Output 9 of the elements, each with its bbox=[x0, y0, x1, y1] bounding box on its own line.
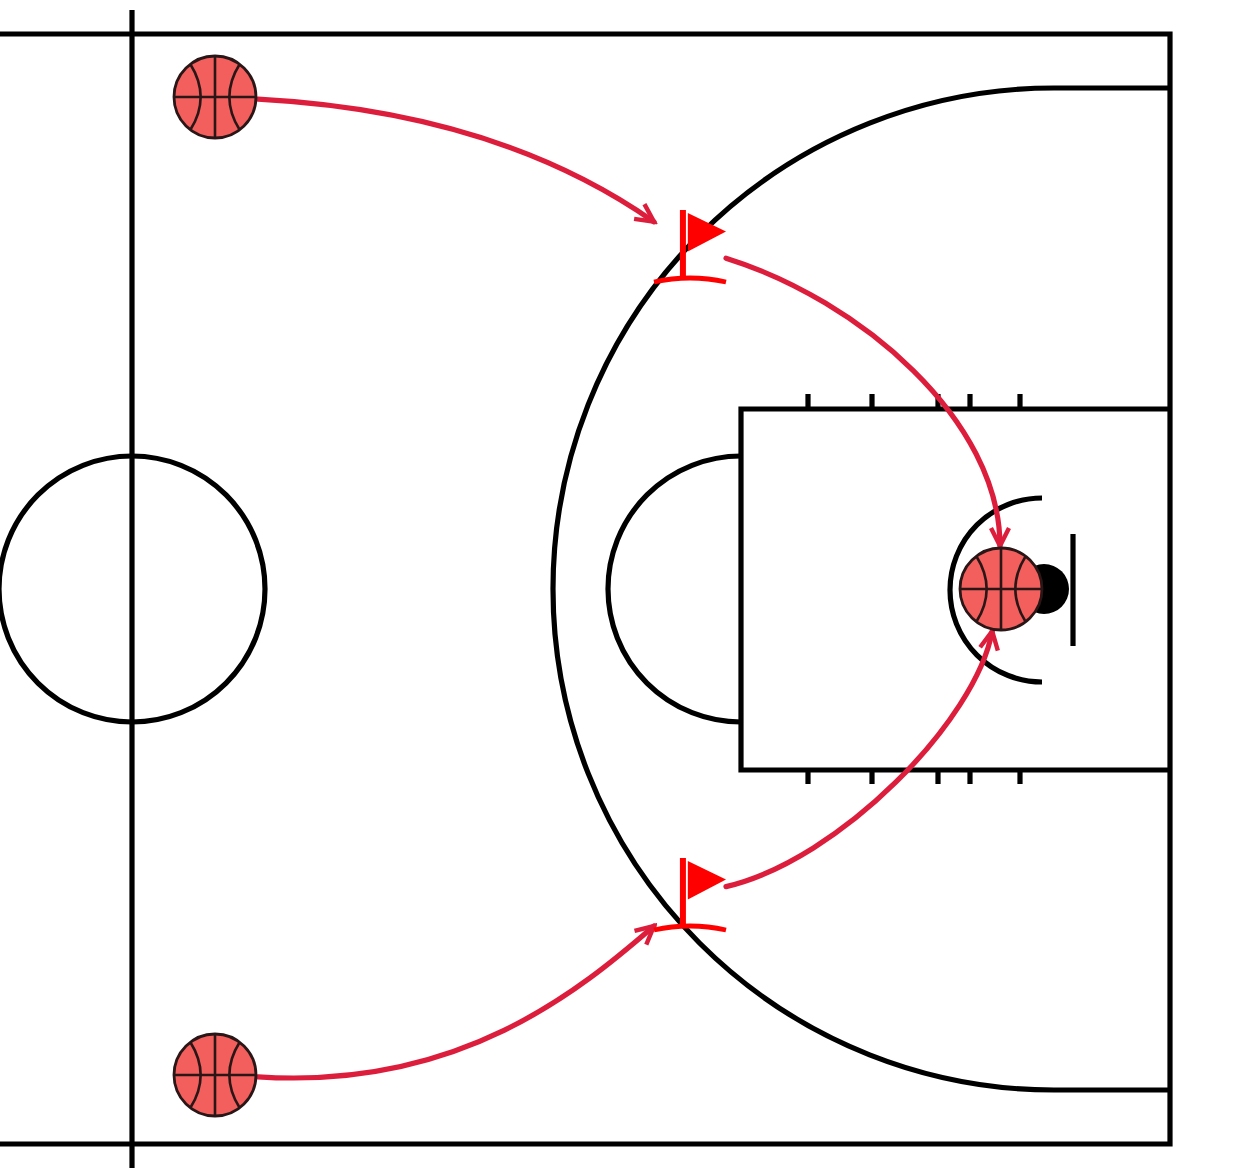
flag-icon bbox=[654, 210, 726, 284]
basketball-icon bbox=[957, 546, 1043, 632]
basketball-icon bbox=[172, 54, 258, 140]
arrow bbox=[255, 96, 657, 225]
arrow bbox=[723, 255, 1010, 549]
flag-icon bbox=[654, 858, 726, 932]
basketball-icon bbox=[172, 1031, 258, 1117]
arrow bbox=[723, 628, 999, 890]
arrow bbox=[255, 923, 657, 1081]
